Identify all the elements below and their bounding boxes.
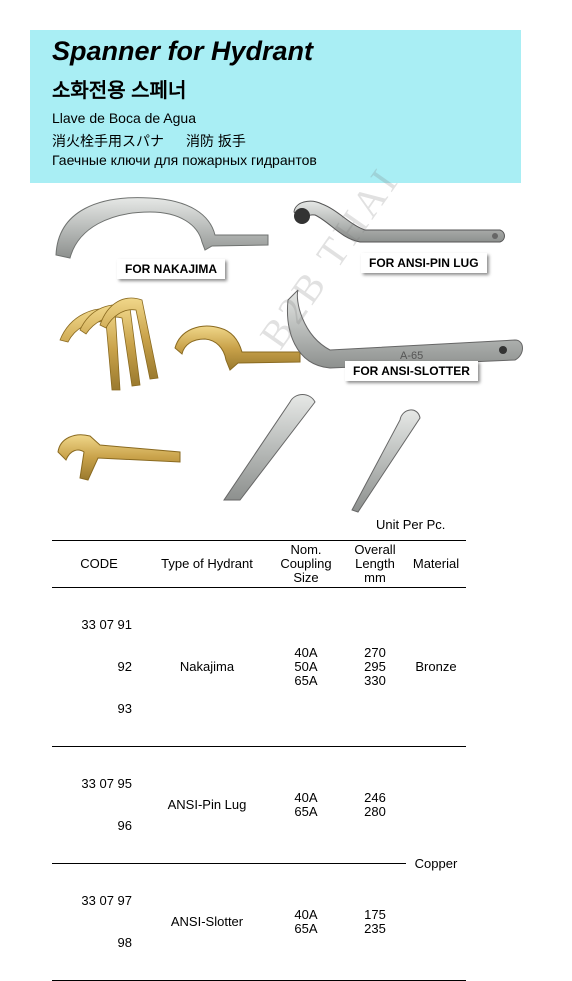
header-length-line-1: Overall: [354, 542, 396, 557]
size-value: 40A: [294, 907, 318, 922]
code-98: 98: [117, 935, 132, 950]
code-93: 93: [117, 701, 132, 716]
header-length-line-3: mm: [364, 570, 386, 585]
japanese-text: 消火栓手用スパナ: [52, 133, 164, 149]
code-92: 92: [117, 659, 132, 674]
nakajima-material: Bronze: [406, 587, 466, 747]
length-value: 295: [364, 659, 386, 674]
table-row-pin-lug: 33 07 95 96 ANSI-Pin Lug 40A 65A 246 280…: [52, 746, 466, 981]
pin-lug-spanner-image: [293, 200, 505, 243]
header-material: Material: [406, 540, 466, 588]
header-size-line-1: Nom.: [290, 542, 322, 557]
korean-title: 소화전용 스페너: [52, 80, 187, 102]
length-value: 246: [364, 790, 386, 805]
spanish-title: Llave de Boca de Agua: [52, 110, 197, 126]
header-type: Type of Hydrant: [146, 540, 268, 588]
japanese-title: 消火栓手用スパナ 消防 扳手: [52, 131, 246, 151]
code-96: 96: [117, 818, 132, 833]
header-code: CODE: [52, 540, 146, 588]
table-header-row: CODE Type of Hydrant Nom. Coupling Size …: [52, 540, 466, 588]
slotter-sizes: 40A 65A: [268, 863, 344, 981]
double-end-spanner-image: [223, 394, 316, 501]
length-value: 280: [364, 804, 386, 819]
header-banner: Spanner for Hydrant 소화전용 스페너 Llave de Bo…: [30, 30, 521, 183]
length-value: 175: [364, 907, 386, 922]
thin-pin-spanner-image: [351, 409, 421, 513]
unit-note: Unit Per Pc.: [376, 517, 446, 532]
nakajima-type: Nakajima: [146, 587, 268, 747]
header-size: Nom. Coupling Size: [268, 540, 344, 588]
size-value: 65A: [294, 673, 318, 688]
bronze-spanners-cluster-image: [59, 297, 159, 391]
slotter-lengths: 175 235: [344, 863, 406, 981]
header-size-line-2: Coupling: [280, 556, 332, 571]
slotter-codes: 33 07 97 98: [52, 863, 146, 981]
bronze-hook-spanner-image: [57, 434, 181, 481]
code-330797: 33 07 97: [81, 893, 132, 908]
label-pin-lug: FOR ANSI-PIN LUG: [361, 253, 487, 273]
length-value: 330: [364, 673, 386, 688]
label-slotter: FOR ANSI-SLOTTER: [345, 361, 478, 381]
svg-text:A-65: A-65: [400, 350, 423, 362]
nakajima-lengths: 270 295 330: [344, 587, 406, 747]
code-330791: 33 07 91: [81, 617, 132, 632]
spanner-illustrations: A-65: [55, 197, 523, 513]
header-size-line-3: Size: [293, 570, 319, 585]
pin-lug-codes: 33 07 95 96: [52, 746, 146, 864]
bronze-nakajima-spanner-image: [174, 325, 301, 371]
pin-lug-type: ANSI-Pin Lug: [146, 746, 268, 864]
header-length: Overall Length mm: [344, 540, 406, 588]
product-photos: A-65: [40, 190, 540, 520]
length-value: 270: [364, 645, 386, 660]
label-nakajima: FOR NAKAJIMA: [117, 259, 225, 279]
specification-table: CODE Type of Hydrant Nom. Coupling Size …: [52, 540, 466, 981]
chinese-text: 消防 扳手: [186, 133, 246, 149]
nakajima-sizes: 40A 50A 65A: [268, 587, 344, 747]
pin-lug-lengths: 246 280: [344, 746, 406, 864]
code-330795: 33 07 95: [81, 776, 132, 791]
copper-material: Copper: [406, 746, 466, 981]
pin-lug-sizes: 40A 65A: [268, 746, 344, 864]
nakajima-codes: 33 07 91 92 93: [52, 587, 146, 747]
table-row-nakajima: 33 07 91 92 93 Nakajima 40A 50A 65A 270 …: [52, 587, 466, 747]
length-value: 235: [364, 921, 386, 936]
size-value: 65A: [294, 804, 318, 819]
nakajima-spanner-image: [55, 197, 269, 259]
table-row-slotter: 33 07 97 98 ANSI-Slotter 40A 65A 175 235: [52, 863, 466, 981]
slotter-type: ANSI-Slotter: [146, 863, 268, 981]
russian-title: Гаечные ключи для пожарных гидрантов: [52, 152, 317, 168]
size-value: 40A: [294, 790, 318, 805]
size-value: 50A: [294, 659, 318, 674]
size-value: 65A: [294, 921, 318, 936]
slotter-spanner-image: A-65: [287, 289, 523, 369]
size-value: 40A: [294, 645, 318, 660]
page-title: Spanner for Hydrant: [52, 36, 314, 66]
header-length-line-2: Length: [355, 556, 395, 571]
